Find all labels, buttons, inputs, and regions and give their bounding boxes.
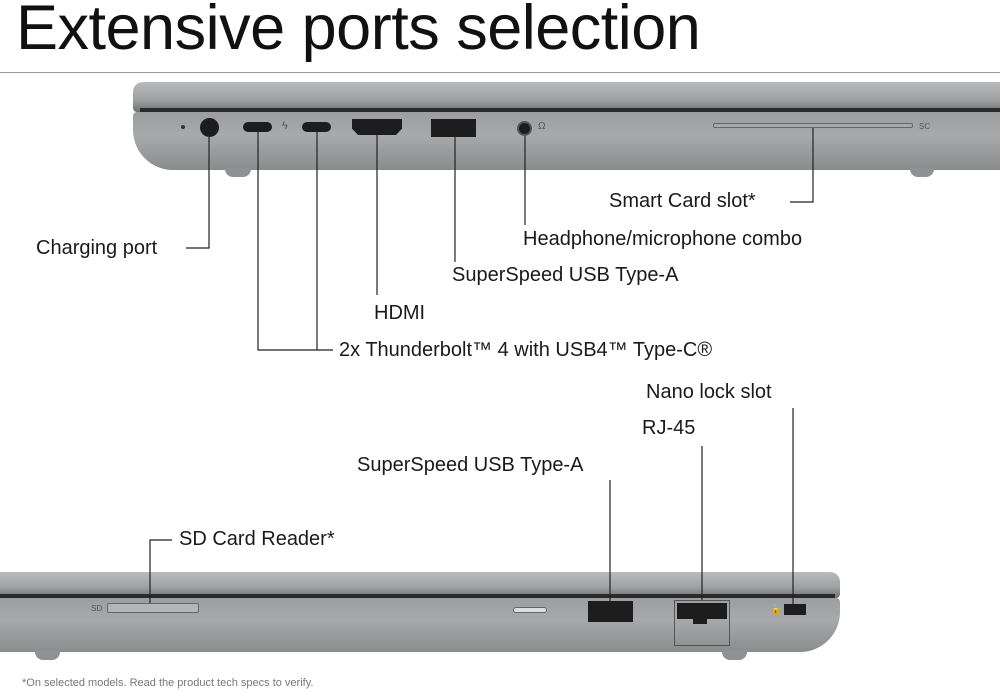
usb-a-port bbox=[431, 119, 476, 137]
hinge-gap bbox=[140, 108, 1000, 112]
nano-lock-slot bbox=[784, 604, 806, 615]
label-smart-card: Smart Card slot* bbox=[609, 190, 756, 212]
sc-marking: SC bbox=[919, 122, 931, 131]
smart-card-slot bbox=[713, 123, 913, 128]
usb-c-port bbox=[243, 122, 272, 132]
laptop-foot bbox=[910, 168, 934, 177]
label-nano-lock: Nano lock slot bbox=[646, 381, 772, 403]
thunderbolt-icon: ϟ bbox=[282, 120, 288, 132]
usb-a-port bbox=[588, 601, 633, 622]
label-rj45: RJ-45 bbox=[642, 417, 696, 439]
laptop-foot bbox=[225, 168, 251, 177]
rj45-port bbox=[674, 600, 730, 646]
label-charging-port: Charging port bbox=[36, 237, 158, 259]
vent-indicator bbox=[513, 607, 547, 613]
divider bbox=[0, 72, 1000, 73]
label-usb-a-left: SuperSpeed USB Type-A bbox=[452, 264, 679, 286]
sd-card-slot bbox=[107, 603, 199, 613]
page-title: Extensive ports selection bbox=[16, 0, 701, 63]
laptop-base bbox=[133, 112, 1000, 170]
hdmi-port bbox=[352, 119, 402, 135]
footnote: *On selected models. Read the product te… bbox=[22, 677, 314, 689]
hinge-gap bbox=[0, 594, 835, 598]
charging-port bbox=[200, 118, 219, 137]
laptop-foot bbox=[35, 650, 60, 660]
label-sd-card: SD Card Reader* bbox=[179, 528, 335, 550]
led-indicator-icon bbox=[181, 125, 185, 129]
laptop-foot bbox=[722, 650, 747, 660]
label-thunderbolt: 2x Thunderbolt™ 4 with USB4™ Type-C® bbox=[339, 339, 713, 361]
laptop-lid bbox=[0, 572, 840, 598]
sd-marking: SD bbox=[91, 604, 103, 613]
audio-jack bbox=[517, 121, 532, 136]
laptop-lid bbox=[133, 82, 1000, 112]
headphone-icon: Ω bbox=[538, 121, 546, 132]
label-usb-a-right: SuperSpeed USB Type-A bbox=[357, 454, 584, 476]
label-audio-combo: Headphone/microphone combo bbox=[523, 228, 803, 250]
lock-icon: 🔒 bbox=[770, 604, 782, 614]
label-hdmi: HDMI bbox=[374, 302, 426, 324]
usb-c-port bbox=[302, 122, 331, 132]
